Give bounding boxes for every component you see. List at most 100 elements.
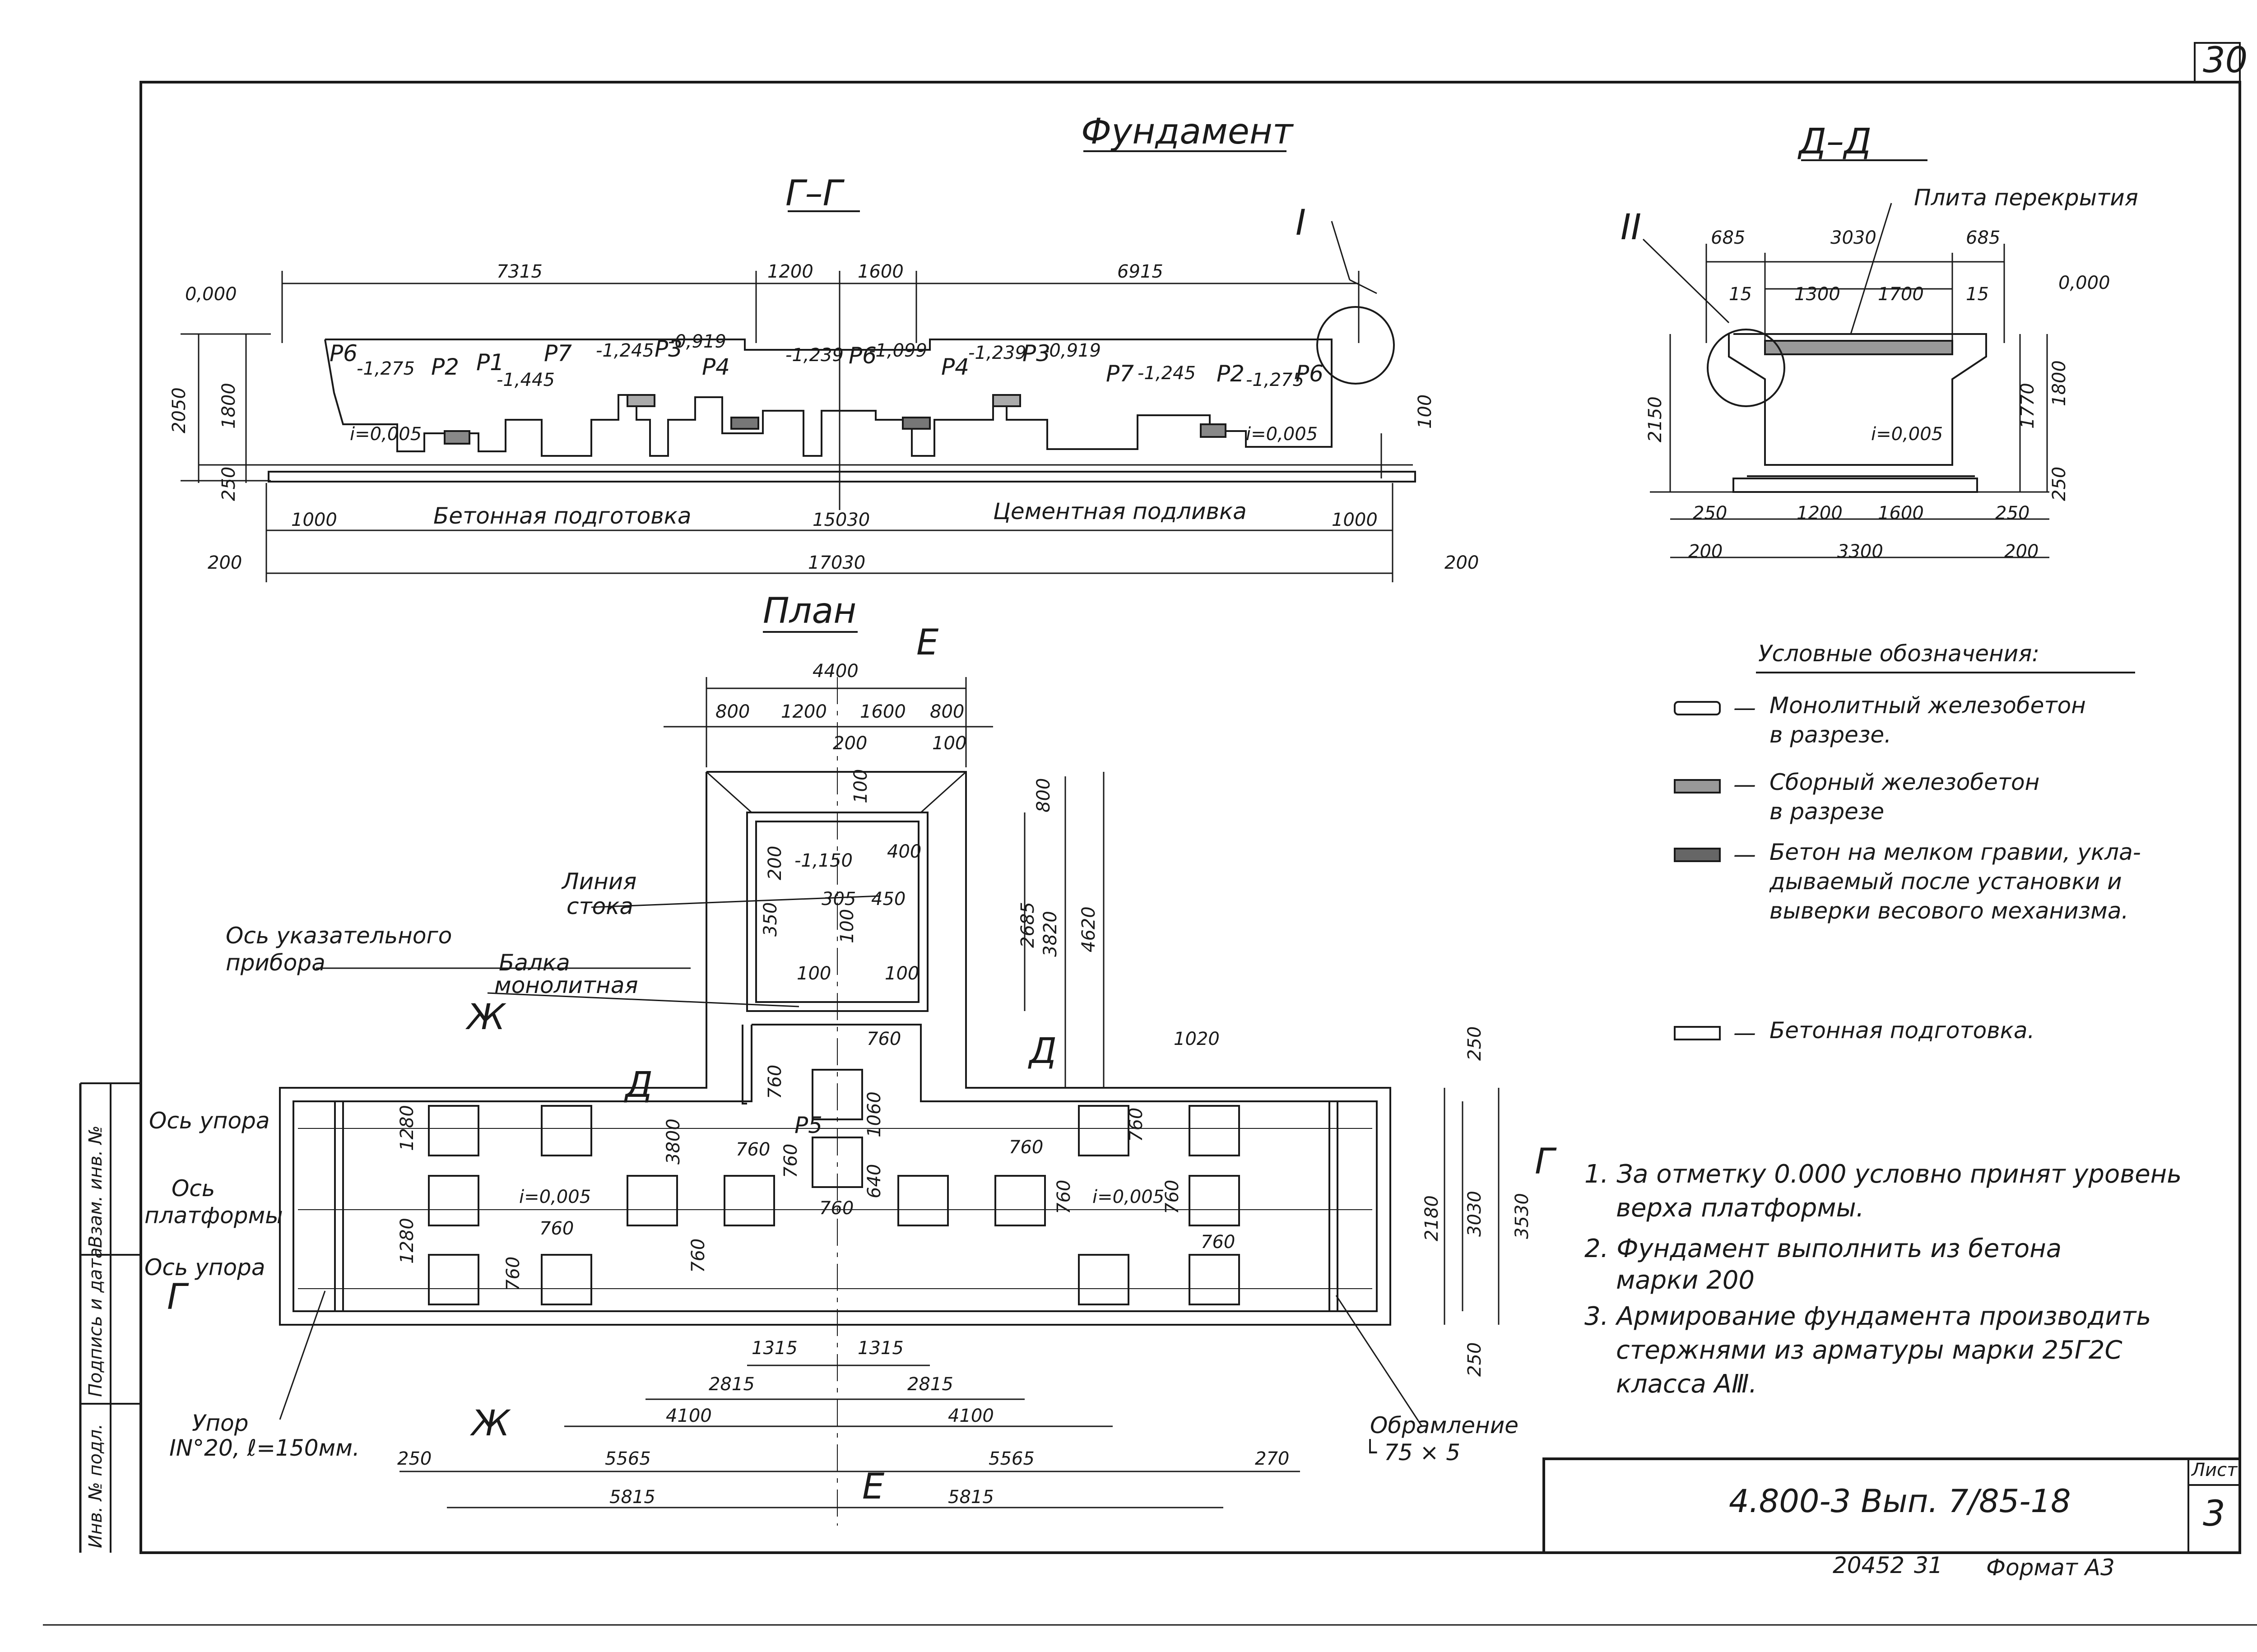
drawing-code: 4.800-3 Вып. 7/85-18 bbox=[1729, 1483, 2071, 1520]
p-label: P2 bbox=[431, 354, 459, 380]
dim-200-dd-right: 200 bbox=[2004, 541, 2039, 562]
sheet-number-box bbox=[2194, 42, 2241, 84]
legend-dash: — bbox=[1733, 695, 1756, 721]
dim-3820: 3820 bbox=[1040, 911, 1061, 957]
section-d-right: Д bbox=[1028, 1031, 1057, 1072]
dim-1280-bottom: 1280 bbox=[397, 1218, 418, 1264]
dim-1770: 1770 bbox=[2017, 383, 2038, 429]
section-gg-title: Г–Г bbox=[785, 173, 845, 214]
section-zh-bottom: Ж bbox=[470, 1403, 511, 1444]
dim-1700: 1700 bbox=[1878, 284, 1924, 305]
section-g-left: Г bbox=[167, 1277, 189, 1318]
dim-2815-left: 2815 bbox=[709, 1374, 755, 1395]
section-d-left: Д bbox=[624, 1065, 653, 1105]
legend-item-3-line-3: выверки весового механизма. bbox=[1769, 898, 2128, 924]
stamp-replaced-inv: Взам. инв. № bbox=[85, 1125, 106, 1248]
dim-685-right: 685 bbox=[1966, 227, 2000, 248]
pad-dim: 760 bbox=[736, 1139, 770, 1160]
legend-item-2-line-2: в разрезе bbox=[1769, 798, 1884, 825]
plan-title: План bbox=[763, 591, 856, 631]
note-3-line-1: 3. Армирование фундамента производить bbox=[1584, 1302, 2151, 1331]
legend-item-1-line-2: в разрезе. bbox=[1769, 722, 1891, 748]
level-gg: -1,275 bbox=[357, 358, 415, 379]
p-label: P4 bbox=[702, 354, 730, 380]
dim-250: 250 bbox=[218, 467, 239, 501]
dim-250-bottom-left: 250 bbox=[397, 1448, 432, 1469]
section-dd-title: Д–Д bbox=[1797, 121, 1872, 162]
level-0000-left: 0,000 bbox=[185, 284, 237, 305]
footer-page: 31 bbox=[1914, 1552, 1943, 1578]
legend-item-4: Бетонная подготовка. bbox=[1769, 1017, 2034, 1044]
pad-dim: 760 bbox=[688, 1239, 709, 1273]
dim-685-left: 685 bbox=[1711, 227, 1745, 248]
slope-plan-left: i=0,005 bbox=[519, 1187, 591, 1207]
dim-5565-right: 5565 bbox=[989, 1448, 1035, 1469]
dim-5815-left: 5815 bbox=[609, 1487, 655, 1508]
dim-4620: 4620 bbox=[1078, 906, 1099, 952]
section-zh-top: Ж bbox=[465, 997, 506, 1038]
dim-5815-right: 5815 bbox=[948, 1487, 994, 1508]
dim-270: 270 bbox=[1255, 1448, 1289, 1469]
sheet-no: 3 bbox=[2203, 1494, 2225, 1534]
dim-2180: 2180 bbox=[1421, 1195, 1442, 1241]
dim-1800: 1800 bbox=[218, 383, 239, 429]
pit-level: -1,150 bbox=[794, 850, 853, 871]
label-indicator-axis-2: прибора bbox=[226, 950, 325, 976]
level-gg: -0,919 bbox=[668, 331, 726, 352]
pad-dim: 760 bbox=[503, 1257, 524, 1291]
detail-marker-ii: II bbox=[1621, 207, 1641, 248]
dim-2815-right: 2815 bbox=[907, 1374, 953, 1395]
dim-4100-right: 4100 bbox=[948, 1406, 994, 1426]
dim-250-top-plan: 250 bbox=[1464, 1026, 1485, 1061]
dim-100-plan: 100 bbox=[932, 733, 966, 754]
p5-label: P5 bbox=[794, 1112, 822, 1138]
p-label: P6 bbox=[1296, 361, 1324, 387]
pit-dim: 100 bbox=[837, 909, 858, 943]
footer-format: Формат А3 bbox=[1986, 1555, 2115, 1581]
legend-dash: — bbox=[1733, 1020, 1756, 1046]
p-label: P3 bbox=[655, 336, 683, 362]
level-gg: -1,239 bbox=[785, 345, 844, 366]
pad-dim: 760 bbox=[867, 1029, 901, 1049]
dim-1800-dd: 1800 bbox=[2049, 360, 2070, 406]
dim-7315: 7315 bbox=[497, 261, 543, 282]
dim-200-right: 200 bbox=[1444, 552, 1479, 573]
note-1-line-1: 1. За отметку 0.000 условно принят урове… bbox=[1584, 1160, 2182, 1189]
dim-3800: 3800 bbox=[663, 1118, 684, 1165]
plan-drawing bbox=[279, 677, 1500, 1526]
label-stop-axis-bottom: Ось упора bbox=[144, 1254, 265, 1281]
label-framing-1: Обрамление bbox=[1370, 1412, 1519, 1439]
pad-dim: 760 bbox=[1126, 1108, 1147, 1142]
level-gg: -1,245 bbox=[1138, 363, 1196, 384]
section-e-bottom: Е bbox=[862, 1466, 885, 1507]
dim-1280-top: 1280 bbox=[397, 1105, 418, 1151]
pad-dim: 760 bbox=[1162, 1180, 1183, 1214]
pad-dim: 760 bbox=[1201, 1232, 1235, 1253]
title-block bbox=[1542, 1457, 2241, 1554]
dim-3530: 3530 bbox=[1512, 1193, 1533, 1239]
dim-2050: 2050 bbox=[169, 387, 190, 433]
pad-dim: 760 bbox=[765, 1065, 785, 1099]
dim-15030: 15030 bbox=[813, 510, 870, 530]
pit-dim: 305 bbox=[822, 889, 856, 910]
p-label: P3 bbox=[1022, 340, 1050, 367]
pad-dim: 760 bbox=[780, 1144, 801, 1178]
section-g-right: Г bbox=[1535, 1142, 1557, 1182]
label-cement-grout: Цементная подливка bbox=[993, 498, 1247, 524]
legend-dash: — bbox=[1733, 841, 1756, 868]
title-foundation: Фундамент bbox=[1081, 111, 1294, 152]
pit-dim: 100 bbox=[797, 963, 831, 984]
pit-dim: 100 bbox=[885, 963, 919, 984]
legend-dash: — bbox=[1733, 771, 1756, 798]
pit-dim: 200 bbox=[765, 846, 785, 880]
p-label: P6 bbox=[849, 343, 877, 369]
level-gg: -1,245 bbox=[596, 340, 654, 361]
detail-marker-i: I bbox=[1296, 203, 1306, 243]
dim-1600-plan: 1600 bbox=[860, 701, 906, 722]
dim-1200-plan: 1200 bbox=[781, 701, 827, 722]
pit-dim: 400 bbox=[887, 841, 921, 862]
level-gg: -1,099 bbox=[869, 340, 927, 361]
dim-1000-right: 1000 bbox=[1332, 510, 1378, 530]
dim-1315-right: 1315 bbox=[858, 1338, 904, 1359]
